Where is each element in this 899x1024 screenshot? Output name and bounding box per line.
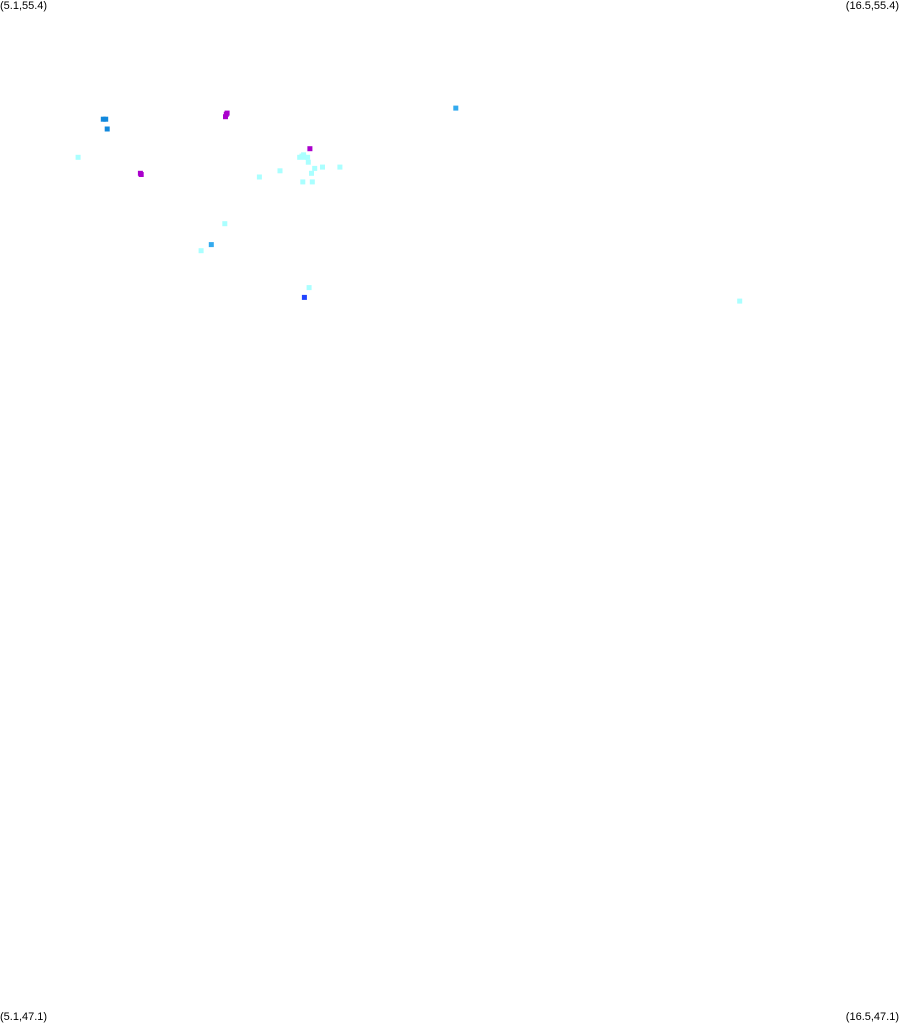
map-point-0[interactable]	[75, 154, 81, 160]
map-point-23[interactable]	[307, 146, 313, 152]
map-point-22[interactable]	[306, 285, 312, 291]
map-point-27[interactable]	[320, 164, 325, 170]
map-point-7[interactable]	[208, 242, 214, 248]
map-point-6[interactable]	[198, 248, 204, 254]
corner-label-top-right: (16.5,55.4)	[845, 0, 899, 12]
map-point-21[interactable]	[305, 159, 311, 165]
map-point-24[interactable]	[309, 170, 314, 176]
map-point-11[interactable]	[224, 110, 230, 116]
map-point-20[interactable]	[305, 154, 311, 160]
map-point-8[interactable]	[222, 221, 228, 227]
map-point-3[interactable]	[104, 126, 110, 132]
map-point-13[interactable]	[277, 168, 283, 174]
map-point-5[interactable]	[138, 172, 144, 177]
corner-label-bottom-right: (16.5,47.1)	[845, 1011, 899, 1023]
map-point-17[interactable]	[301, 154, 307, 160]
map-point-12[interactable]	[256, 174, 262, 180]
map-point-25[interactable]	[309, 179, 315, 185]
map-point-26[interactable]	[312, 165, 318, 171]
map-point-18[interactable]	[300, 179, 306, 185]
map-point-2[interactable]	[103, 116, 109, 122]
map-point-29[interactable]	[453, 105, 459, 111]
map-point-28[interactable]	[337, 164, 343, 170]
corner-label-top-left: (5.1,55.4)	[0, 0, 48, 12]
corner-label-bottom-left: (5.1,47.1)	[0, 1011, 48, 1023]
map-point-19[interactable]	[301, 294, 307, 300]
map-point-30[interactable]	[737, 298, 743, 304]
